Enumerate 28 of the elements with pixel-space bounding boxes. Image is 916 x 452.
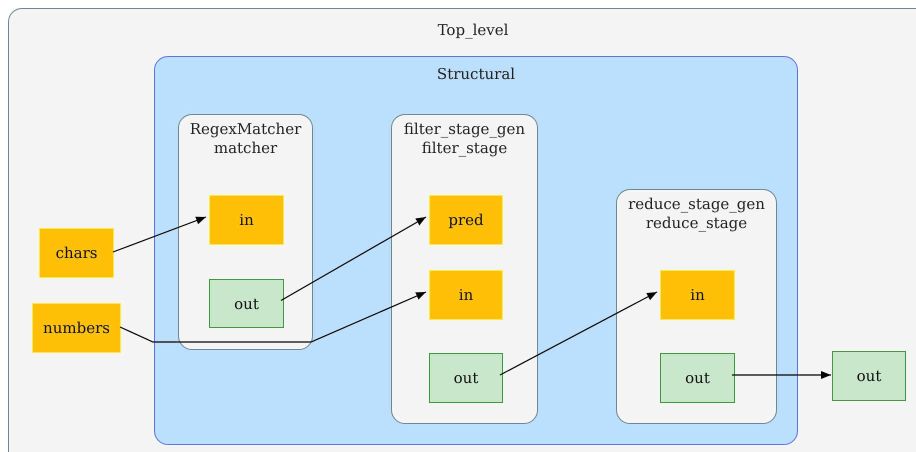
arrow (112, 216, 206, 253)
arrow (280, 216, 426, 302)
heading-label: filter_stage_gen (402, 120, 526, 139)
input-port: in (429, 270, 503, 320)
input-port: in (660, 270, 735, 320)
input-port: numbers (32, 303, 121, 353)
instance-box (178, 114, 313, 350)
heading-label: reduce_stage (644, 214, 748, 233)
input-port: pred (429, 195, 503, 245)
heading-label: reduce_stage_gen (627, 195, 766, 214)
output-port: out (660, 353, 735, 403)
output-port: out (209, 279, 284, 328)
output-port: out (832, 351, 906, 401)
instance-box (391, 114, 538, 424)
structural-group (154, 56, 798, 445)
heading-label: filter_stage (420, 139, 508, 158)
arrow (120, 291, 426, 343)
arrow (732, 371, 831, 379)
instance-box (616, 189, 777, 424)
heading-label: RegexMatcher (188, 120, 302, 139)
input-port: in (209, 195, 284, 245)
heading-label: Top_level (436, 21, 510, 40)
arrow (500, 291, 658, 376)
input-port: chars (39, 228, 114, 278)
heading-label: Structural (436, 65, 516, 84)
heading-label: matcher (212, 139, 278, 158)
output-port: out (429, 353, 503, 403)
top-level-container (8, 8, 916, 452)
